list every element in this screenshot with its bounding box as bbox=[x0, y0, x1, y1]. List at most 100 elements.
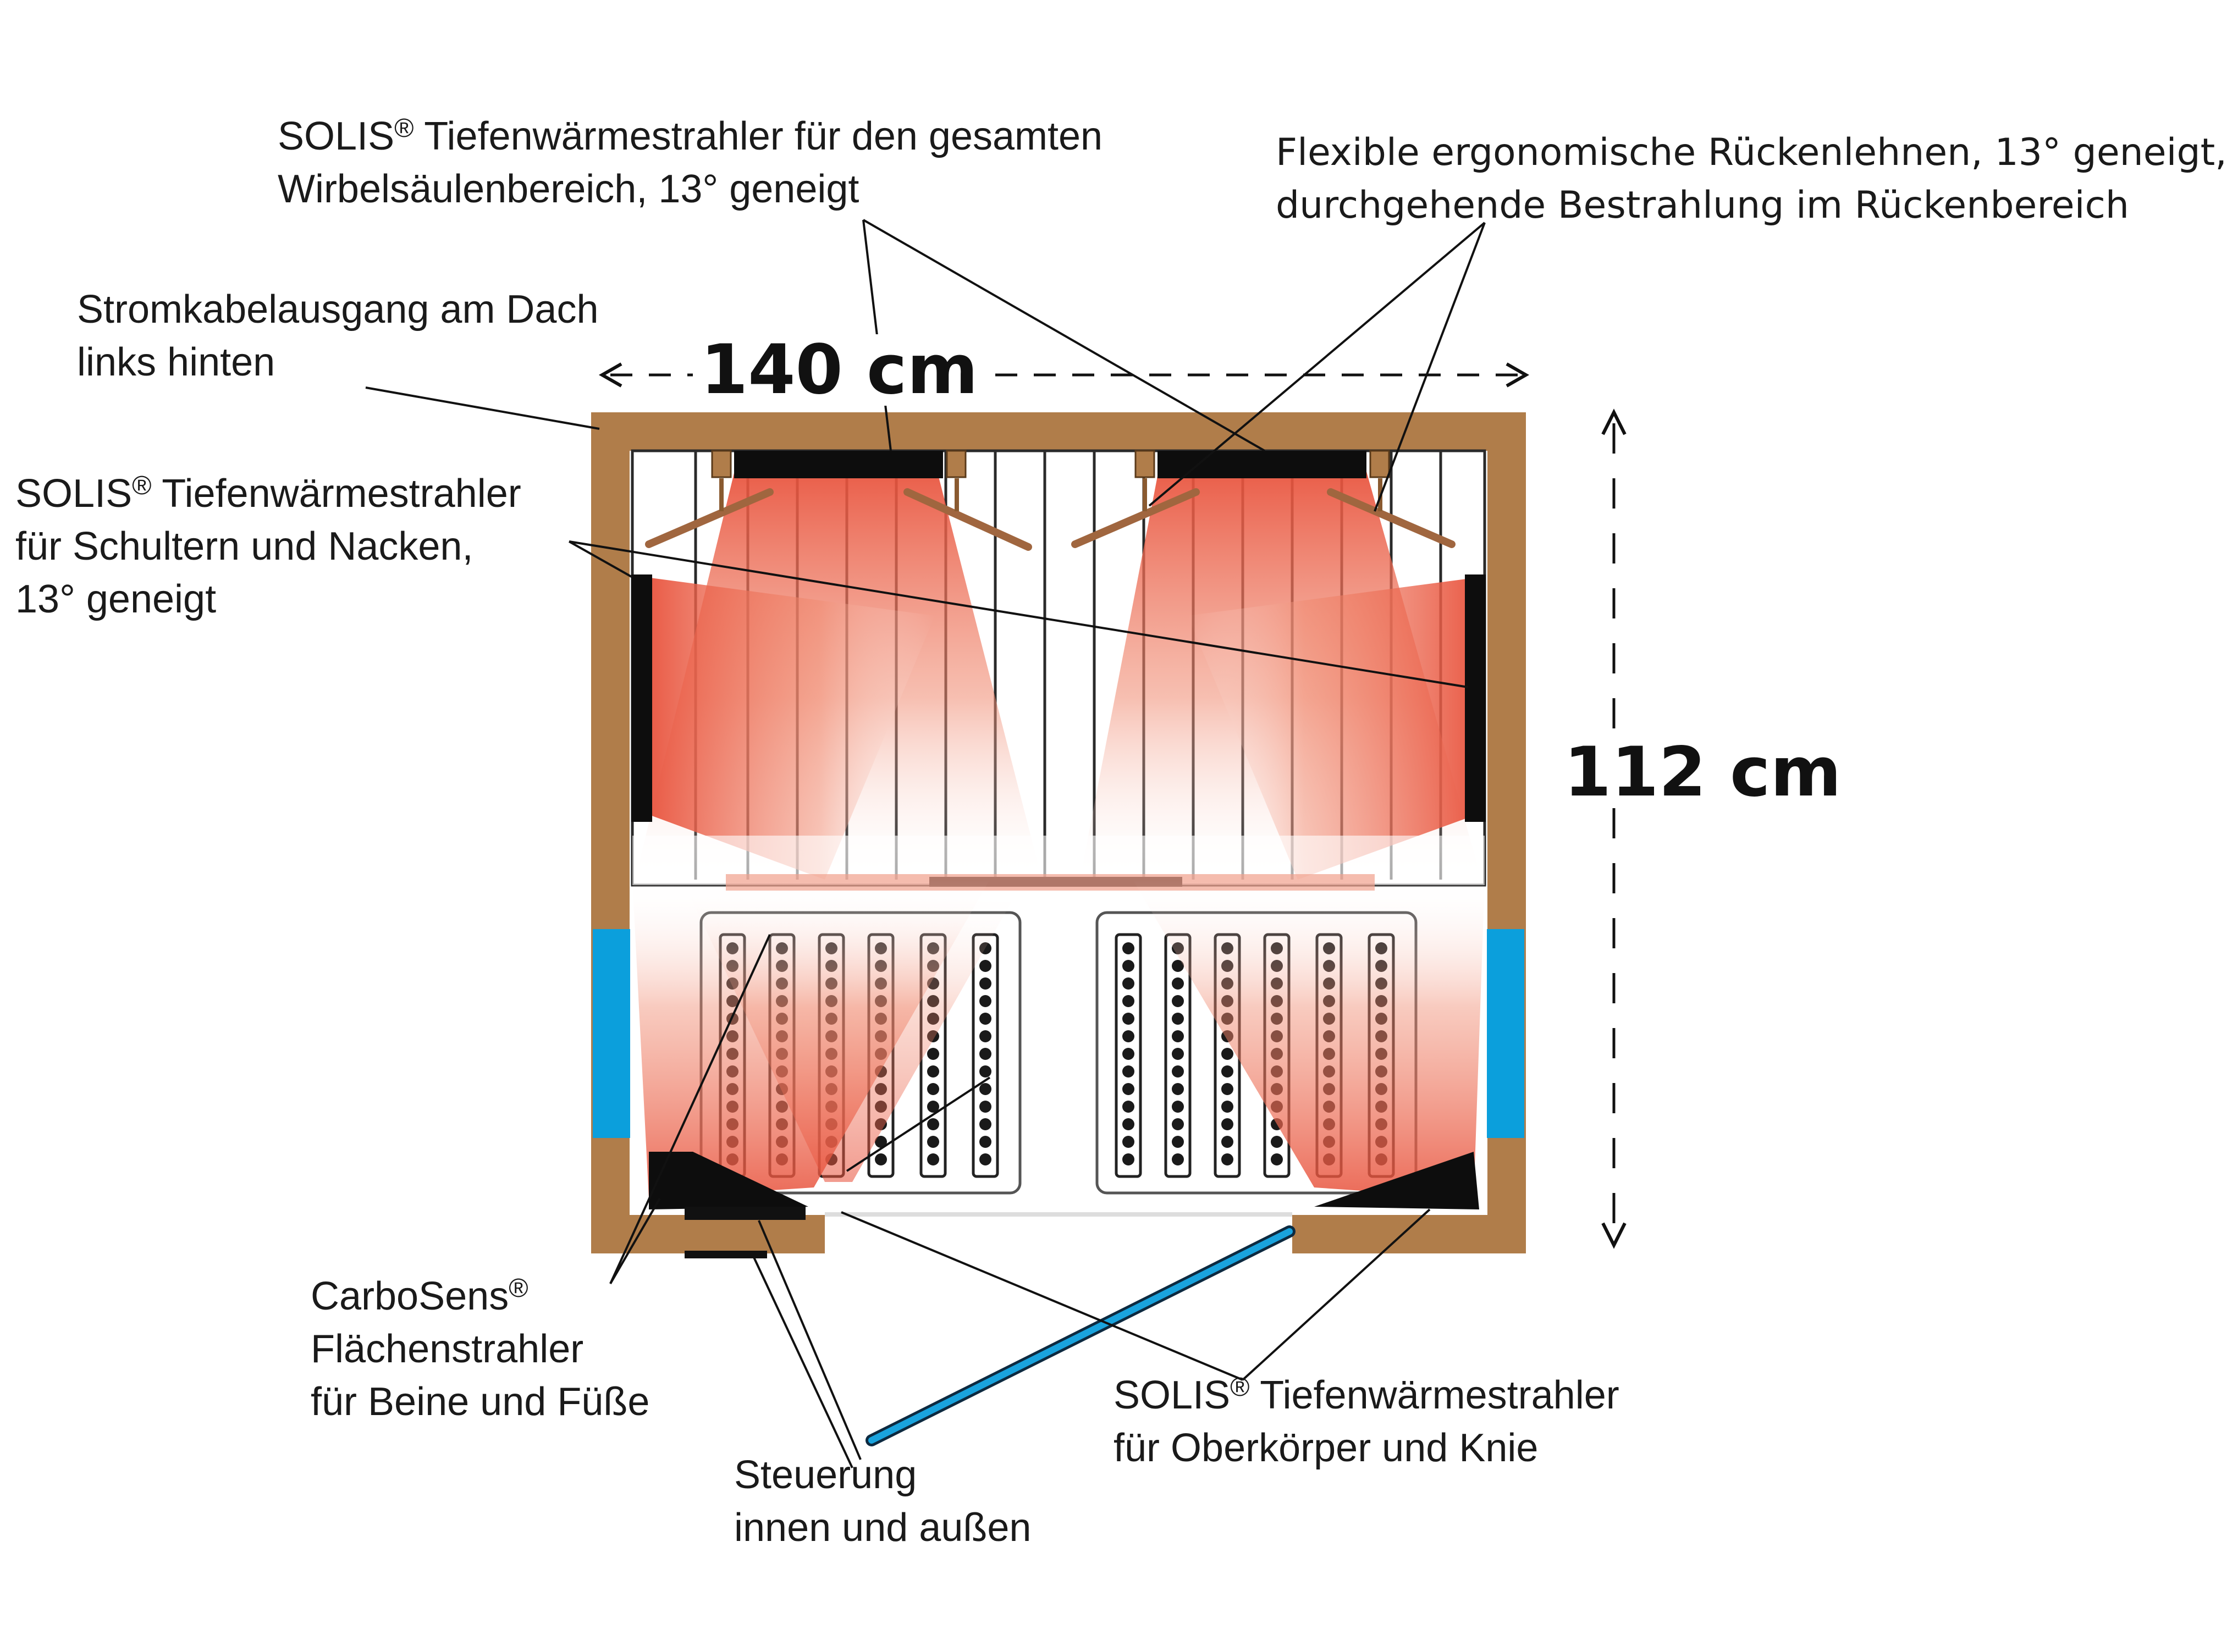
control-panel-outer bbox=[685, 1251, 767, 1258]
grate-dot bbox=[1172, 995, 1184, 1007]
grate-dot bbox=[1172, 960, 1184, 972]
grate-dot bbox=[979, 1101, 991, 1113]
upperbody-reg: ® bbox=[1230, 1373, 1250, 1402]
control-panel-inner bbox=[685, 1207, 806, 1220]
grate-dot bbox=[1122, 1013, 1134, 1025]
grate-dot bbox=[1221, 1153, 1233, 1165]
cable-line1: Stromkabelausgang am Dach bbox=[77, 288, 599, 331]
grate-dot bbox=[979, 1048, 991, 1060]
grate-dot bbox=[1172, 977, 1184, 990]
ir-beam-leg-right bbox=[1133, 880, 1485, 1198]
heater-brackets bbox=[711, 450, 1390, 478]
width-dimension bbox=[598, 362, 1530, 388]
label-backrests: Flexible ergonomische Rückenlehnen, 13° … bbox=[1276, 126, 2227, 232]
upperbody-brand: SOLIS bbox=[1114, 1373, 1231, 1417]
grate-dot bbox=[979, 1065, 991, 1078]
grate-dot bbox=[979, 1118, 991, 1130]
upperbody-line1: Tiefenwärmestrahler bbox=[1249, 1373, 1619, 1417]
control-line2: innen und außen bbox=[734, 1506, 1032, 1550]
leader-lines bbox=[365, 219, 1486, 1468]
grate-dot bbox=[979, 1030, 991, 1042]
grate-dot bbox=[875, 1136, 887, 1148]
label-shoulder-heaters: SOLIS® Tiefenwärmestrahler für Schultern… bbox=[15, 467, 521, 626]
grate-dot bbox=[1122, 942, 1134, 954]
grate-dot bbox=[927, 1048, 939, 1060]
label-upperbody-heaters: SOLIS® Tiefenwärmestrahler für Oberkörpe… bbox=[1114, 1369, 1619, 1474]
grate-dot bbox=[1172, 1083, 1184, 1095]
grate-dot bbox=[1172, 1048, 1184, 1060]
door-threshold bbox=[825, 1212, 1292, 1217]
backrest-frames bbox=[645, 488, 1456, 551]
carbosens-line3: für Beine und Füße bbox=[311, 1380, 650, 1424]
grate-dot bbox=[1122, 960, 1134, 972]
label-cable-exit: Stromkabelausgang am Dach links hinten bbox=[77, 283, 599, 389]
label-control: Steuerung innen und außen bbox=[734, 1449, 1031, 1554]
grate-dot bbox=[1172, 1030, 1184, 1042]
shoulder-heater-left bbox=[631, 574, 652, 822]
upperbody-line2: für Oberkörper und Knie bbox=[1114, 1426, 1539, 1470]
grate-dot bbox=[1122, 1065, 1134, 1078]
grate-dot bbox=[1221, 1083, 1233, 1095]
grate-dot bbox=[1172, 1065, 1184, 1078]
grate-dot bbox=[927, 1065, 939, 1078]
grate-dot bbox=[1172, 1136, 1184, 1148]
grate-dot bbox=[927, 1153, 939, 1165]
door-opening bbox=[825, 1215, 1292, 1253]
depth-dimension-label: 112 cm bbox=[1556, 737, 1849, 808]
grate-dot bbox=[1221, 1101, 1233, 1113]
grate-dot bbox=[1122, 995, 1134, 1007]
grate-dot bbox=[1172, 1118, 1184, 1130]
grate-dot bbox=[1172, 1153, 1184, 1165]
grate-dot bbox=[1122, 1118, 1134, 1130]
control-line1: Steuerung bbox=[734, 1453, 917, 1497]
grate-dot bbox=[927, 1118, 939, 1130]
grate-dot bbox=[1172, 1101, 1184, 1113]
ir-beam-shoulder-left bbox=[646, 577, 935, 880]
grate-dot bbox=[927, 1083, 939, 1095]
grate-dot bbox=[927, 1136, 939, 1148]
upperbody-heater-right bbox=[1314, 1152, 1479, 1209]
grate-dot bbox=[979, 1083, 991, 1095]
spine-line1: Tiefenwärmestrahler für den gesamten bbox=[414, 114, 1103, 158]
grate-dot bbox=[1122, 1153, 1134, 1165]
shoulder-brand: SOLIS bbox=[15, 472, 133, 516]
depth-dimension bbox=[1601, 408, 1627, 1249]
backrest-line1: Flexible ergonomische Rückenlehnen, 13° … bbox=[1276, 131, 2227, 174]
grate-dot bbox=[1122, 1048, 1134, 1060]
shoulder-line3: 13° geneigt bbox=[15, 577, 217, 621]
grate-dot bbox=[979, 977, 991, 990]
carbosens-line2: Flächenstrahler bbox=[311, 1327, 584, 1371]
ir-beam-knee-left bbox=[687, 891, 1012, 1182]
grate-dot bbox=[979, 960, 991, 972]
spine-heater-right bbox=[1157, 451, 1366, 478]
grate-dot bbox=[979, 1013, 991, 1025]
grate-dot bbox=[1172, 1013, 1184, 1025]
spine-heater-left bbox=[734, 451, 943, 478]
shoulder-heater-right bbox=[1465, 574, 1486, 822]
grate-dot bbox=[1271, 1153, 1283, 1165]
shoulder-reg: ® bbox=[132, 471, 152, 500]
grate-dot bbox=[1122, 1101, 1134, 1113]
carbosens-heater-left bbox=[649, 1152, 808, 1209]
grate-dot bbox=[1221, 1136, 1233, 1148]
grate-dot bbox=[1221, 1065, 1233, 1078]
grate-dot bbox=[927, 1101, 939, 1113]
grate-dot bbox=[1122, 1083, 1134, 1095]
grate-dot bbox=[1122, 1030, 1134, 1042]
width-dimension-label: 140 cm bbox=[693, 334, 986, 406]
shoulder-line1: Tiefenwärmestrahler bbox=[151, 472, 521, 516]
cable-line2: links hinten bbox=[77, 340, 275, 384]
grate-dot bbox=[1221, 1118, 1233, 1130]
carbosens-reg: ® bbox=[509, 1274, 528, 1303]
backrest-line2: durchgehende Bestrahlung im Rückenbereic… bbox=[1276, 184, 2130, 227]
carbosens-brand: CarboSens bbox=[311, 1274, 509, 1318]
grate-dot bbox=[979, 995, 991, 1007]
grate-dot bbox=[875, 1153, 887, 1165]
grate-dot bbox=[979, 1153, 991, 1165]
grate-dot bbox=[1122, 1136, 1134, 1148]
glass-panel-right bbox=[1487, 929, 1524, 1138]
label-carbosens: CarboSens® Flächenstrahler für Beine und… bbox=[311, 1270, 649, 1428]
spine-brand: SOLIS bbox=[278, 114, 395, 158]
